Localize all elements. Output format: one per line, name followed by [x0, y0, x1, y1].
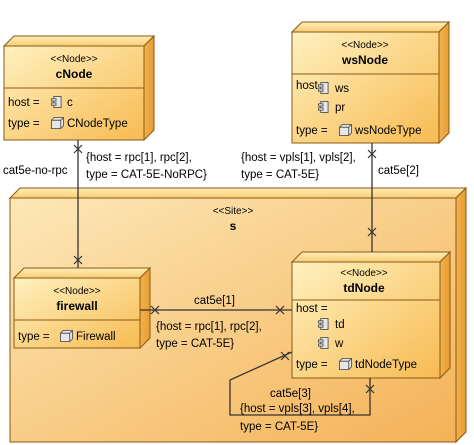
node-firewall[interactable]: <<Node>> firewall type = Firewall: [12, 266, 152, 350]
cross-end-marker: [367, 149, 377, 159]
link-fw-td-name: cat5e[1]: [194, 295, 235, 307]
tdNode-name: tdNode: [343, 281, 385, 295]
wsNode-host-value-1: ws: [334, 83, 349, 95]
node-tdNode[interactable]: <<Node>> tdNode host = td w type = tdNod…: [290, 250, 452, 380]
cross-end-marker: [73, 255, 83, 265]
wsNode-stereotype: <<Node>>: [341, 40, 388, 51]
cNode-host-value: c: [67, 97, 73, 109]
cross-end-marker: [365, 384, 375, 394]
cross-end-marker: [73, 144, 83, 154]
site-name: s: [230, 219, 237, 233]
link-fw-td-line2: type = CAT-5E}: [156, 338, 234, 350]
firewall-stereotype: <<Node>>: [53, 286, 100, 297]
site-stereotype: <<Site>>: [213, 206, 254, 217]
link-td-self-line2: type = CAT-5E}: [240, 421, 318, 433]
link-cat5e-3[interactable]: cat5e[3] {host = vpls[3], vpls[4], type …: [229, 351, 375, 433]
link-c-fw-name: cat5e-no-rpc: [3, 165, 68, 177]
tdNode-type-value: tdNodeType: [355, 359, 417, 371]
tdNode-host-value-1: td: [335, 319, 345, 331]
tdNode-host-value-2: w: [334, 338, 344, 350]
cNode-type-value: CNodeType: [67, 118, 128, 130]
cNode-type-label: type =: [8, 118, 40, 130]
class-icon: [339, 124, 352, 136]
link-td-self-line1: {host = vpls[3], vpls[4],: [240, 403, 355, 415]
link-ws-td-line2: type = CAT-5E}: [241, 169, 319, 181]
link-c-fw-line2: type = CAT-5E-NoRPC}: [86, 169, 207, 181]
link-ws-td-name: cat5e[2]: [378, 165, 419, 177]
tdNode-host-label: host =: [296, 303, 328, 315]
cross-end-marker: [150, 305, 160, 315]
cNode-name: cNode: [56, 67, 93, 81]
node-wsNode[interactable]: <<Node>> wsNode host = ws pr type = wsNo…: [290, 20, 451, 145]
cNode-stereotype: <<Node>>: [50, 54, 97, 65]
wsNode-type-label: type =: [296, 125, 328, 137]
wsNode-name: wsNode: [341, 53, 388, 67]
link-ws-td-line1: {host = vpls[1], vpls[2],: [241, 152, 356, 164]
class-icon: [51, 117, 64, 129]
wsNode-host-value-2: pr: [335, 102, 345, 114]
link-td-self-name: cat5e[3]: [270, 388, 311, 400]
wsNode-type-value: wsNodeType: [354, 125, 421, 137]
firewall-name: firewall: [56, 299, 97, 313]
node-cNode[interactable]: <<Node>> cNode host = c type = CNodeType: [2, 34, 156, 142]
link-c-fw-line1: {host = rpc[1], rpc[2],: [86, 152, 192, 164]
cross-end-marker: [280, 351, 290, 361]
firewall-type-label: type =: [18, 331, 50, 343]
tdNode-type-label: type =: [296, 359, 328, 371]
class-icon: [60, 330, 73, 342]
tdNode-stereotype: <<Node>>: [340, 268, 387, 279]
cross-end-marker: [367, 227, 377, 237]
firewall-type-value: Firewall: [76, 331, 116, 343]
class-icon: [339, 358, 352, 370]
cross-end-marker: [275, 305, 285, 315]
link-cat5e-2[interactable]: cat5e[2] {host = vpls[1], vpls[2], type …: [241, 143, 419, 252]
cNode-host-label: host =: [8, 97, 40, 109]
link-fw-td-line1: {host = rpc[1], rpc[2],: [156, 321, 262, 333]
link-cat5e-1[interactable]: cat5e[1] {host = rpc[1], rpc[2], type = …: [140, 295, 292, 350]
link-cat5e-no-rpc[interactable]: cat5e-no-rpc {host = rpc[1], rpc[2], typ…: [3, 140, 207, 268]
